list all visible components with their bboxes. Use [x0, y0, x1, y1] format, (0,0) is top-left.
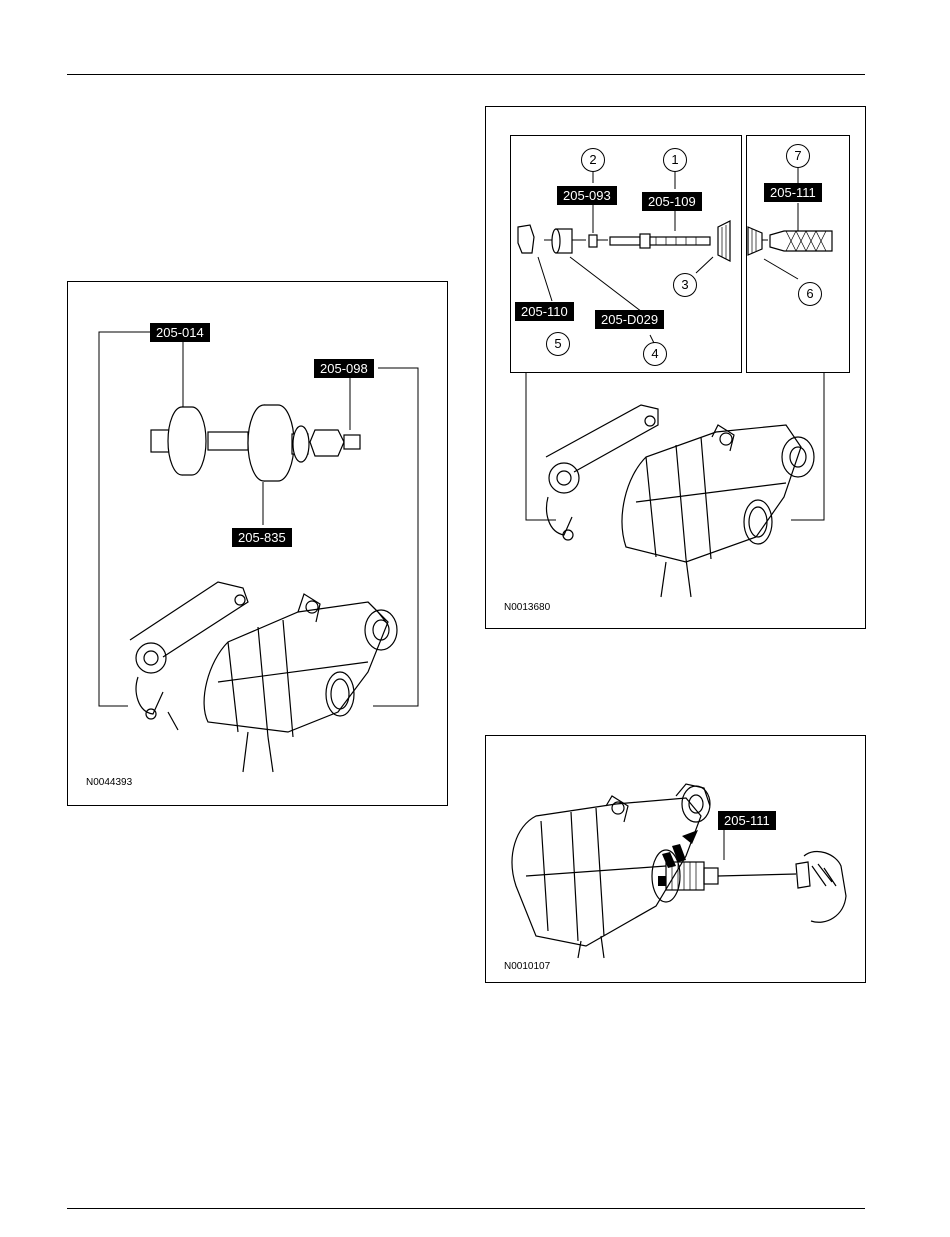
tool-label-205-835: 205-835 [232, 528, 292, 547]
callout-5: 5 [546, 332, 570, 356]
callout-1: 1 [663, 148, 687, 172]
callout-7: 7 [786, 144, 810, 168]
header-rule [67, 74, 865, 75]
kit-components-panel [510, 135, 742, 373]
illustration-installation [486, 736, 867, 984]
tool-label-205-d029: 205-D029 [595, 310, 664, 329]
figure-bushing-installer-kit: 1 2 3 4 5 6 7 205-093 205-109 205-111 20… [485, 106, 866, 629]
tool-label-205-109: 205-109 [642, 192, 702, 211]
callout-4: 4 [643, 342, 667, 366]
figure-id: N0010107 [504, 961, 550, 972]
tool-label-205-110: 205-110 [515, 302, 574, 321]
tool-label-205-098: 205-098 [314, 359, 374, 378]
tool-label-205-111: 205-111 [718, 811, 776, 830]
callout-3: 3 [673, 273, 697, 297]
tool-label-205-014: 205-014 [150, 323, 210, 342]
figure-bushing-installation: 205-111 N0010107 [485, 735, 866, 983]
callout-2: 2 [581, 148, 605, 172]
footer-rule [67, 1208, 865, 1209]
callout-6: 6 [798, 282, 822, 306]
tool-label-205-093: 205-093 [557, 186, 617, 205]
tool-label-205-111: 205-111 [764, 183, 822, 202]
figure-id: N0044393 [86, 777, 132, 788]
figure-id: N0013680 [504, 602, 550, 613]
figure-bushing-removal-tools: 205-014 205-098 205-835 N0044393 [67, 281, 448, 806]
installer-components-panel [746, 135, 850, 373]
